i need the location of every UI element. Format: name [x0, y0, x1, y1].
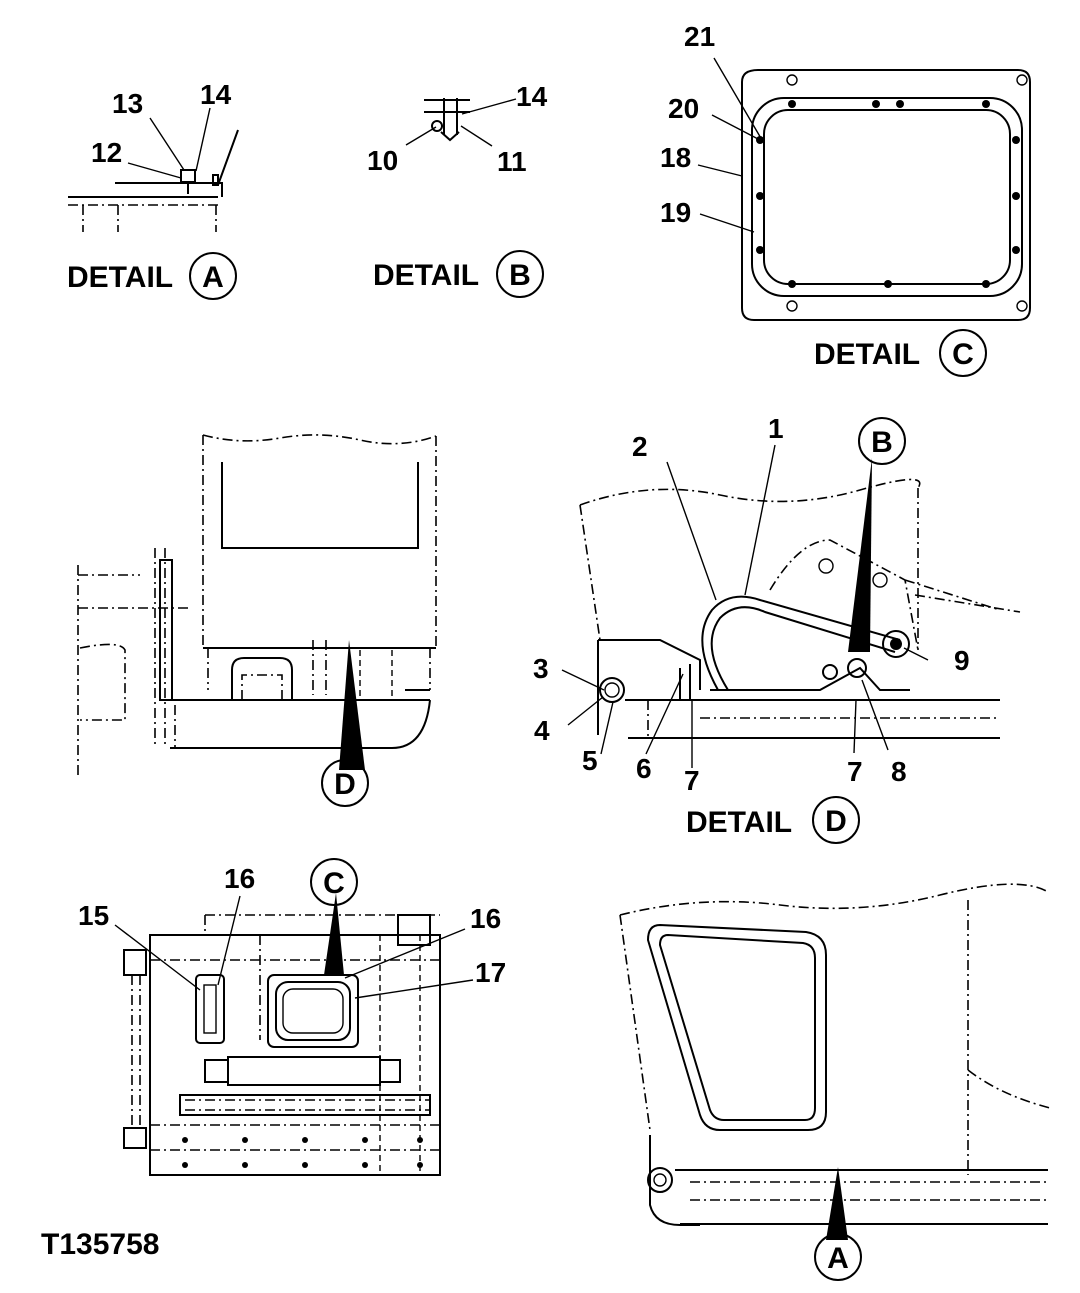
detail-a-letter: A: [202, 261, 224, 294]
callout-6: 6: [636, 753, 652, 784]
detail-a-view: 12 13 14 DETAIL A: [67, 79, 239, 300]
callout-17: 17: [475, 957, 506, 988]
locator-a-circle: [814, 1233, 862, 1281]
callout-20: 20: [668, 93, 699, 124]
callout-2: 2: [632, 431, 648, 462]
detail-b-view: 10 11 14 DETAIL B: [367, 81, 548, 298]
locator-b-letter: B: [871, 426, 893, 459]
callout-12: 12: [91, 137, 122, 168]
callout-18: 18: [660, 142, 691, 173]
bolt-head: [180, 169, 196, 183]
detail-a-label: DETAIL: [67, 261, 173, 294]
detail-b-label: DETAIL: [373, 259, 479, 292]
view-pointer-b: [848, 458, 872, 652]
detail-d-circle: [812, 796, 860, 844]
callout-15: 15: [78, 900, 109, 931]
callout-16: 16: [224, 863, 255, 894]
view-pointer-d: [339, 640, 365, 770]
detail-b-letter: B: [509, 259, 531, 292]
callout-19: 19: [660, 197, 691, 228]
detail-c-view: 21 20 18 19 DETAIL C: [660, 21, 1031, 377]
cover-c-outline: [267, 974, 359, 1048]
callout-10: 10: [367, 145, 398, 176]
detail-d-label: DETAIL: [686, 806, 792, 839]
gasket-inner: [763, 109, 1011, 285]
side-view-tank: D: [77, 434, 437, 807]
callout-11: 11: [497, 146, 527, 177]
cover-plate: [741, 69, 1031, 321]
locator-d-circle: [321, 759, 369, 807]
callout-4: 4: [534, 715, 550, 746]
side-view-panel: A: [619, 883, 1051, 1281]
detail-a-circle: [189, 252, 237, 300]
locator-d-letter: D: [334, 768, 356, 801]
detail-d-letter: D: [825, 805, 847, 838]
detail-c-label: DETAIL: [814, 338, 920, 371]
view-pointer-c: [324, 893, 344, 975]
callout-14: 14: [200, 79, 232, 110]
gasket-outer: [751, 97, 1023, 297]
detail-c-circle: [939, 329, 987, 377]
callout-1: 1: [768, 413, 784, 444]
locator-c-letter: C: [323, 867, 345, 900]
view-pointer-a: [826, 1167, 848, 1240]
callout-3: 3: [533, 653, 549, 684]
callout-7-b: 7: [847, 756, 863, 787]
detail-c-letter: C: [952, 338, 974, 371]
drawing-code: T135758: [41, 1228, 159, 1261]
callout-13: 13: [112, 88, 143, 119]
callout-16-b: 16: [470, 903, 501, 934]
access-window: [646, 923, 827, 1131]
callout-7: 7: [684, 765, 700, 796]
callout-14-b: 14: [516, 81, 548, 112]
callout-21: 21: [684, 21, 715, 52]
callout-5: 5: [582, 745, 598, 776]
handle-15: [195, 974, 225, 1044]
detail-d-view: B 2 1 3 4 5 6 7 7 8 9 DETAIL D: [533, 413, 1021, 844]
top-view-frame: C 15 16 16 17: [78, 858, 506, 1176]
callout-9: 9: [954, 645, 970, 676]
locator-c-circle: [310, 858, 358, 906]
locator-a-letter: A: [827, 1242, 849, 1275]
detail-b-circle: [496, 250, 544, 298]
callout-8: 8: [891, 756, 907, 787]
locator-b-circle: [858, 417, 906, 465]
